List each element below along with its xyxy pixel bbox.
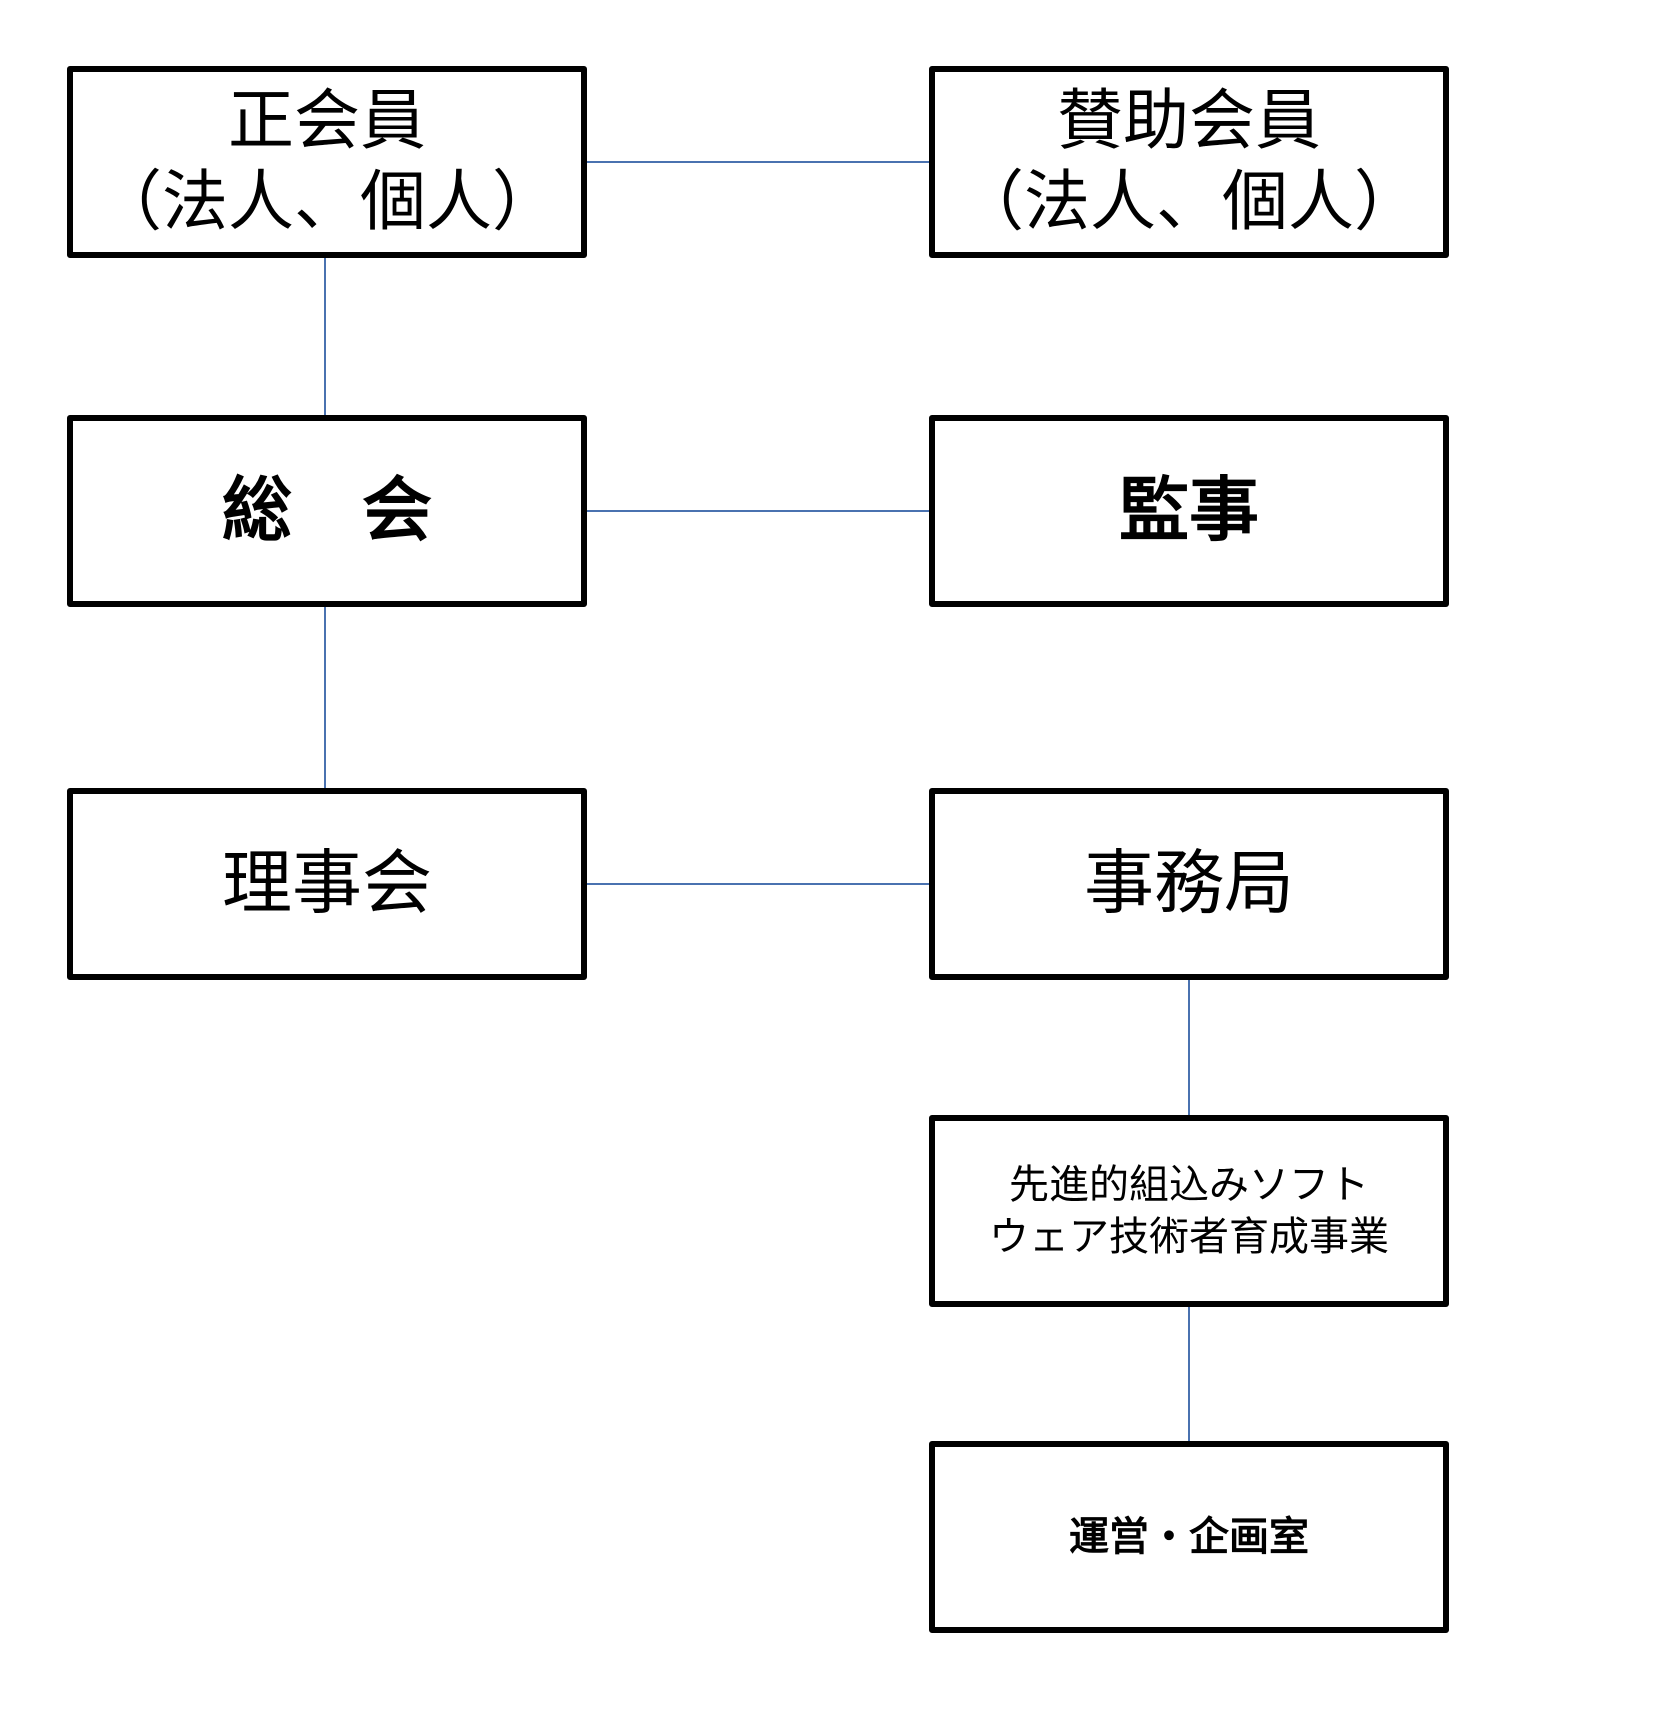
connector-training-to-planning [1188, 1304, 1190, 1445]
node-regular-members: 正会員 （法人、個人） [67, 66, 587, 258]
node-planning-office: 運営・企画室 [929, 1441, 1449, 1633]
node-supporting-members: 賛助会員 （法人、個人） [929, 66, 1449, 258]
node-general-assembly: 総 会 [67, 415, 587, 607]
secretariat-label: 事務局 [1084, 842, 1294, 925]
supporting-members-subtitle: （法人、個人） [958, 163, 1420, 240]
regular-members-subtitle: （法人、個人） [96, 163, 558, 240]
regular-members-title: 正会員 [228, 82, 426, 160]
general-assembly-label: 総 会 [222, 469, 432, 552]
planning-office-label: 運営・企画室 [1069, 1514, 1309, 1560]
node-training-program: 先進的組込みソフト ウェア技術者育成事業 [929, 1115, 1449, 1307]
connector-assembly-to-board [324, 605, 326, 792]
supporting-members-title: 賛助会員 [1057, 82, 1321, 160]
connector-assembly-to-auditor [587, 510, 930, 512]
training-program-line2: ウェア技術者育成事業 [989, 1214, 1389, 1260]
connector-board-to-secretariat [587, 883, 930, 885]
training-program-line1: 先進的組込みソフト [1009, 1162, 1369, 1208]
node-board: 理事会 [67, 788, 587, 980]
node-secretariat: 事務局 [929, 788, 1449, 980]
board-label: 理事会 [222, 842, 432, 925]
connector-regular-to-supporting [587, 161, 930, 163]
connector-secretariat-to-training [1188, 978, 1190, 1117]
connector-regular-to-assembly [324, 256, 326, 415]
auditor-label: 監事 [1119, 469, 1259, 552]
node-auditor: 監事 [929, 415, 1449, 607]
